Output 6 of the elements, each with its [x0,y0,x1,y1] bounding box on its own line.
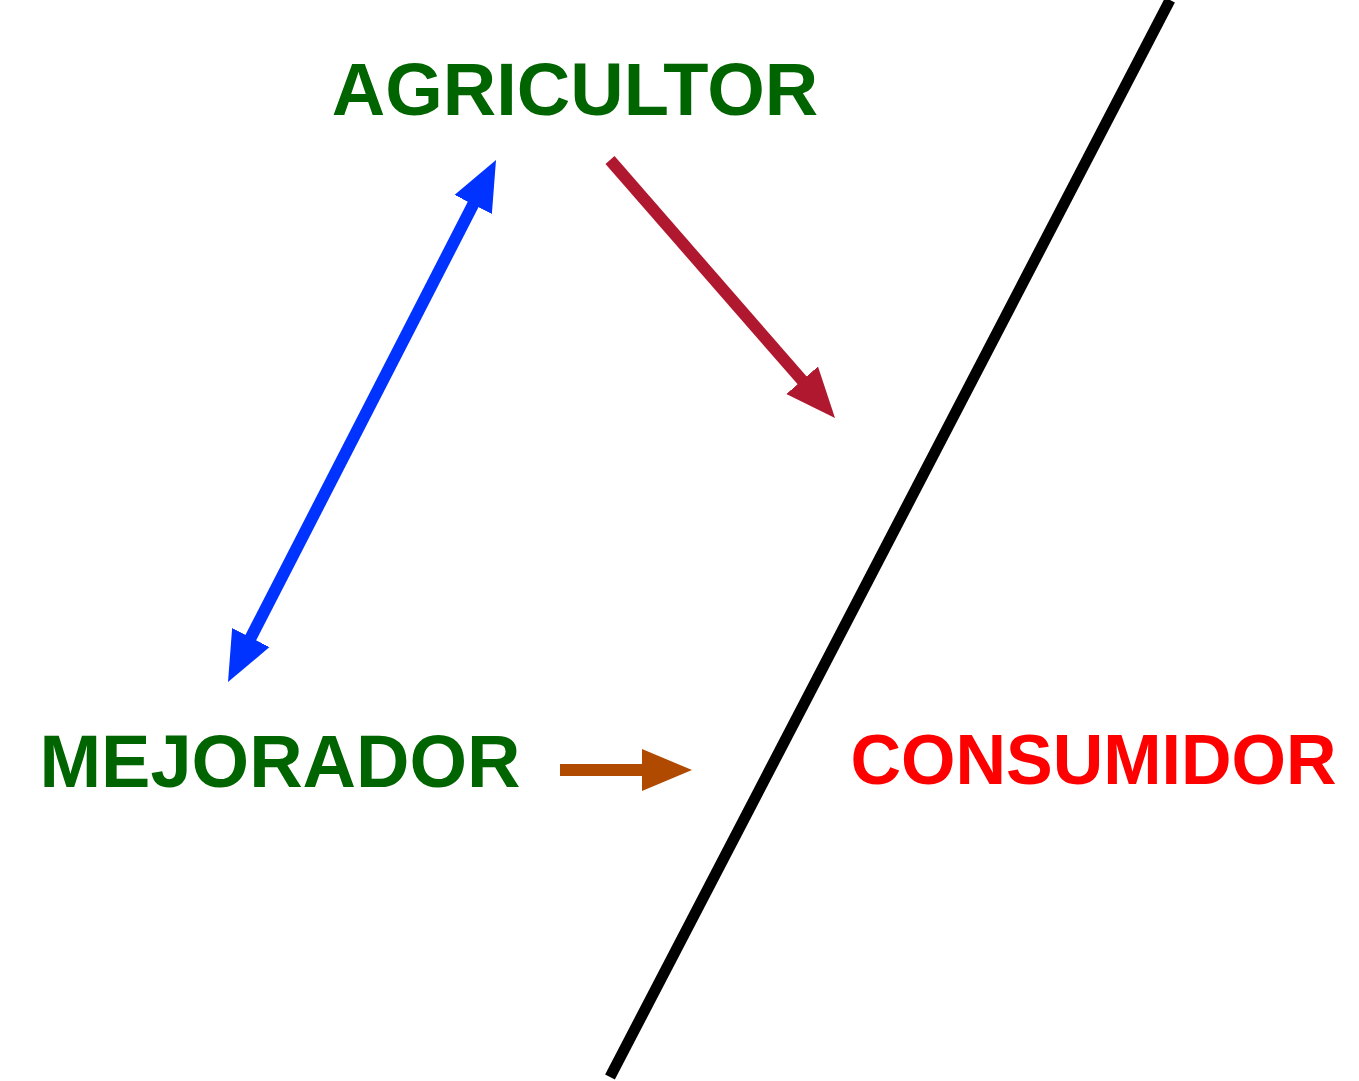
node-label: MEJORADOR [39,725,521,799]
node-label: AGRICULTOR [331,53,819,127]
arrow [605,156,835,418]
node-label: CONSUMIDOR [850,725,1337,795]
arrow [228,160,496,682]
arrow [560,749,692,791]
